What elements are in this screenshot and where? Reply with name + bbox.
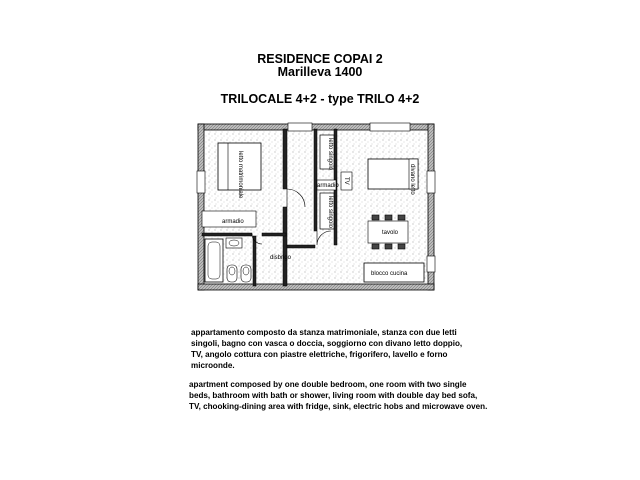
floor-plan: letto matrimoniale armadio letto singolo… (196, 122, 436, 291)
label-letto-matrimoniale: letto matrimoniale (237, 151, 243, 199)
windows (196, 122, 436, 273)
description-english: apartment composed by one double bedroom… (189, 380, 488, 411)
label-divano-letto: divano letto (409, 164, 415, 195)
residence-title: RESIDENCE COPAI 2 (257, 52, 383, 66)
description-italian: appartamento composto da stanza matrimon… (191, 328, 463, 370)
label-blocco-cucina: blocco cucina (371, 271, 408, 277)
label-disbrigo: disbrigo (270, 255, 292, 261)
location-subtitle: Marilleva 1400 (277, 65, 363, 79)
tv-unit: TV (340, 171, 353, 191)
sofa-bed: divano letto (367, 158, 419, 195)
door-swings (251, 188, 332, 246)
bidet (240, 264, 252, 283)
label-letto-singolo-1: letto singolo (327, 138, 333, 171)
apartment-type-title: TRILOCALE 4+2 - type TRILO 4+2 (220, 92, 420, 106)
kitchen-block: blocco cucina (363, 262, 425, 283)
single-bed-1: letto singolo (319, 134, 335, 171)
toilet (226, 264, 238, 283)
washbasin (225, 237, 243, 249)
label-armadio-2: armadio (317, 183, 339, 189)
label-tavolo: tavolo (382, 230, 399, 236)
label-letto-singolo-2: letto singolo (327, 196, 333, 229)
label-armadio-1: armadio (222, 219, 244, 225)
label-tv: TV (343, 177, 349, 185)
wardrobe-bedroom: armadio (201, 210, 257, 228)
bathtub (204, 238, 224, 283)
wardrobe-single-room: armadio (316, 179, 339, 191)
double-bed: letto matrimoniale (217, 142, 262, 199)
single-bed-2: letto singolo (319, 192, 335, 230)
dining-table: tavolo (367, 214, 409, 250)
